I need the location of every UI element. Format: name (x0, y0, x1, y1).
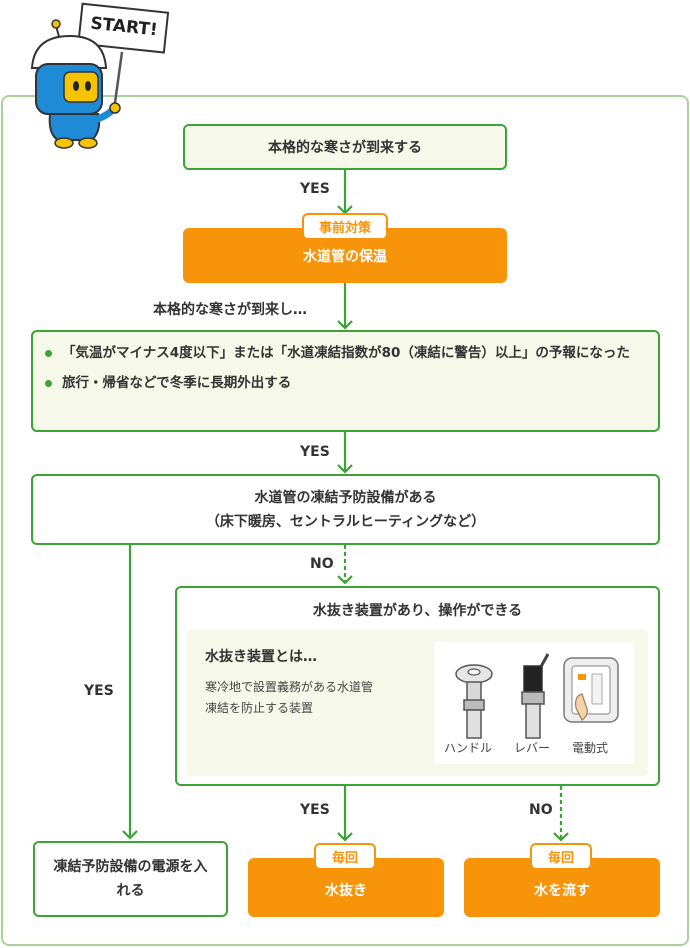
flowchart-frame (1, 95, 689, 946)
drain-info-title: 水抜き装置とは… (205, 649, 317, 665)
type-label-lever: レバー (514, 741, 551, 755)
step-cold-arrives: 本格的な寒さが到来する (183, 124, 507, 170)
no-label-2: NO (529, 802, 553, 818)
question-freeze-device-line2: （床下暖房、セントラルヒーティングなど） (205, 513, 486, 530)
result-turn-on-power: 凍結予防設備の電源を入れる (33, 841, 228, 917)
yes-label-left: YES (84, 683, 114, 699)
arrival-label: 本格的な寒さが到来し… (153, 302, 307, 318)
question-drain-device: 水抜き装置があり、操作ができる 水抜き装置とは… 寒冷地で設置義務がある水道管 … (175, 586, 660, 786)
question-freeze-device: 水道管の凍結予防設備がある （床下暖房、セントラルヒーティングなど） (31, 474, 660, 545)
drain-types-panel: ハンドル レバー 電動式 (434, 642, 634, 764)
mascot-with-start-sign (30, 2, 170, 149)
question-freeze-device-line1: 水道管の凍結予防設備がある (254, 489, 437, 506)
tag-every-time-flow: 毎回 (530, 843, 592, 870)
tag-every-time-drain: 毎回 (314, 843, 376, 870)
drain-info-desc: 寒冷地で設置義務がある水道管 凍結を防止する装置 (205, 677, 373, 719)
no-label-1: NO (310, 556, 334, 572)
condition-item: 「気温がマイナス4度以下」または「水道凍結指数が80（凍結に警告）以上」の予報に… (45, 341, 638, 365)
yes-label-3: YES (300, 802, 330, 818)
drain-info-desc-line2: 凍結を防止する装置 (205, 701, 314, 715)
handle-valve-icon (455, 664, 493, 739)
drain-info-panel: 水抜き装置とは… 寒冷地で設置義務がある水道管 凍結を防止する装置 (187, 630, 648, 776)
lever-valve-icon (521, 653, 550, 739)
type-label-handle: ハンドル (444, 741, 493, 755)
tag-prevention: 事前対策 (302, 213, 388, 240)
type-label-electric: 電動式 (572, 741, 609, 755)
condition-item: 旅行・帰省などで冬季に長期外出する (45, 371, 638, 395)
drain-info-desc-line1: 寒冷地で設置義務がある水道管 (205, 680, 374, 694)
yes-label-2: YES (300, 444, 330, 460)
question-drain-title: 水抜き装置があり、操作ができる (312, 603, 523, 619)
condition-long-absence: 旅行・帰省などで冬季に長期外出する (62, 375, 292, 391)
conditions-box: 「気温がマイナス4度以下」または「水道凍結指数が80（凍結に警告）以上」の予報に… (31, 330, 660, 432)
bullet-icon (45, 350, 52, 357)
result-run-water: 水を流す (464, 858, 660, 917)
condition-forecast: 「気温がマイナス4度以下」または「水道凍結指数が80（凍結に警告）以上」の予報に… (62, 345, 630, 361)
electric-panel-icon (563, 657, 619, 723)
yes-label-1: YES (300, 181, 330, 197)
bullet-icon (45, 380, 52, 387)
